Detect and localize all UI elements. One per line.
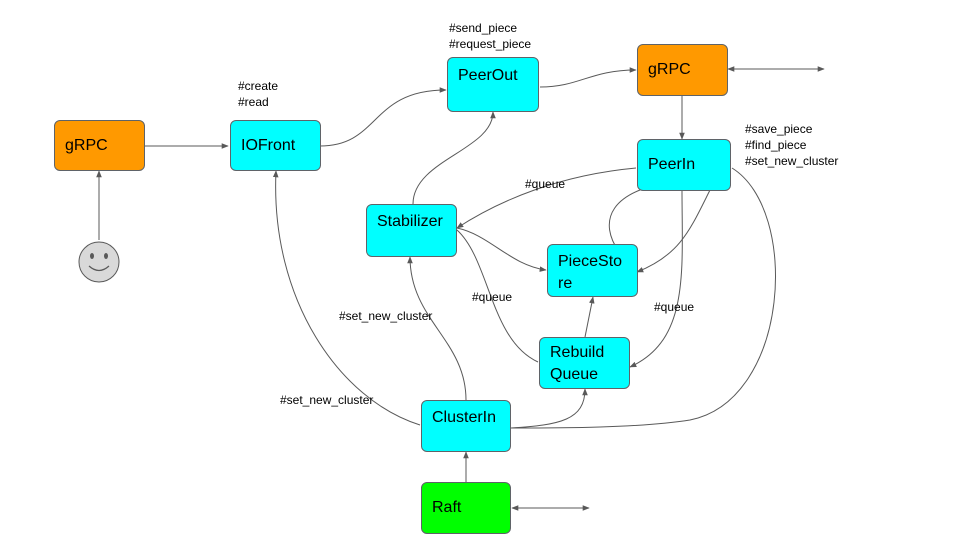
grpc-left-node: gRPC [54,120,145,171]
rebuild-queue-label: Rebuild Queue [550,344,605,383]
stabilizer-label: Stabilizer [377,213,443,230]
edge-clusterin-stabilizer [407,256,467,401]
clusterin-node: ClusterIn [421,400,511,452]
edge-rebuildqueue-piecestore [584,296,595,338]
peerout-label: PeerOut [458,67,518,84]
iofront-ops-note: #create #read [238,79,279,109]
rebuild-queue-node: Rebuild Queue [539,337,630,389]
grpc-right-label: gRPC [648,61,691,78]
clusterin-label: ClusterIn [432,409,497,426]
piecestore-label: PieceStore [558,253,623,292]
edge-stabilizer-peerout [412,111,496,205]
peerout-ops-note: #send_piece #request_piece [449,21,532,51]
iofront-node: IOFront [230,120,321,171]
edge-stabilizer-rebuildqueue [456,229,539,363]
edge-peerin-stabilizer [456,167,637,229]
edge-clusterin-iofront [272,170,421,426]
edge-peerout-grpc [539,67,637,88]
queue-note-stabilizer-rebuild: #queue [472,290,513,304]
set-new-cluster-note-iofront: #set_new_cluster [280,393,374,407]
queue-note-peerin-rebuild: #queue [654,300,695,314]
edge-peerin-piecestore-2 [636,189,711,273]
stabilizer-node: Stabilizer [366,204,457,257]
peerout-node: PeerOut [447,57,539,112]
peerin-label: PeerIn [648,156,696,173]
iofront-label: IOFront [241,136,296,154]
peerin-ops-note: #save_piece #find_piece #set_new_cluster [745,122,839,168]
edge-peerin-rebuildqueue [629,189,683,368]
grpc-right-node: gRPC [637,44,728,96]
edge-clusterin-rebuildqueue [510,388,588,429]
smiley-face-icon [78,241,120,283]
edge-stabilizer-piecestore [456,227,547,272]
grpc-left-label: gRPC [65,136,108,154]
peerin-node: PeerIn [637,139,731,191]
set-new-cluster-note-stabilizer: #set_new_cluster [339,309,433,323]
edge-peerin-clusterin [510,167,776,429]
queue-note-peerin-stabilizer: #queue [525,177,566,191]
piecestore-node: PieceStore [547,244,638,297]
raft-label: Raft [432,499,462,516]
edge-iofront-peerout [319,87,447,147]
raft-node: Raft [421,482,511,534]
